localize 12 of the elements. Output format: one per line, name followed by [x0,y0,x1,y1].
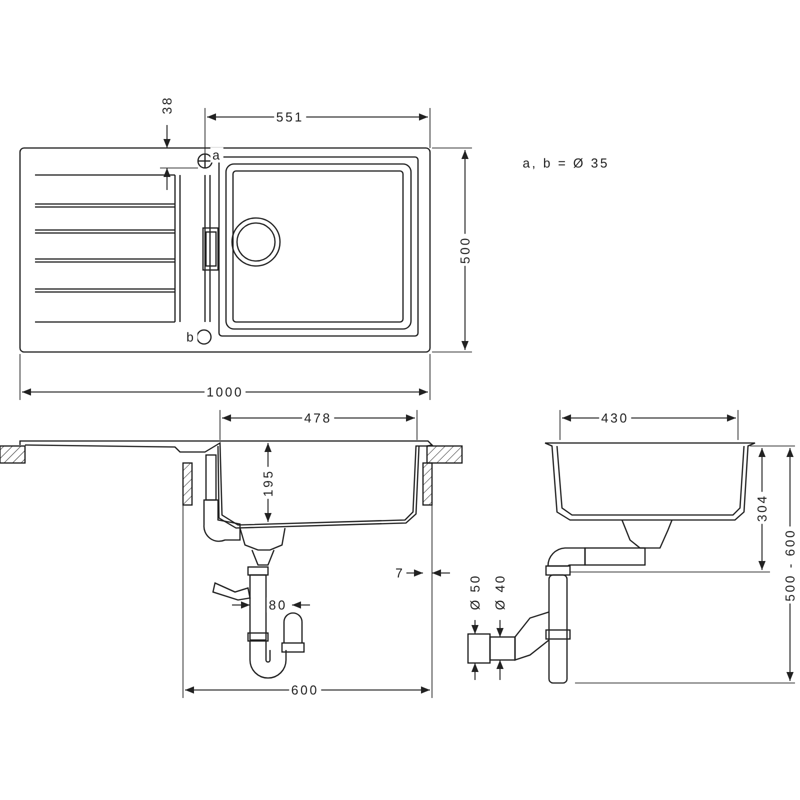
dimension-label: 500 - 600 [782,526,798,604]
dimension-label: 600 [289,682,321,698]
dimension-label: 500 [458,234,472,266]
dimension-label: 195 [260,467,276,499]
dimension-label: 304 [754,492,770,524]
part-label: b [184,330,198,344]
dimension-label: 551 [274,110,306,124]
dimension-label: 478 [302,410,334,426]
dimension-label: 430 [599,410,631,426]
dimension-label: 7 [393,566,407,580]
part-label: a [210,148,224,162]
dimension-label: 1000 [204,384,246,400]
